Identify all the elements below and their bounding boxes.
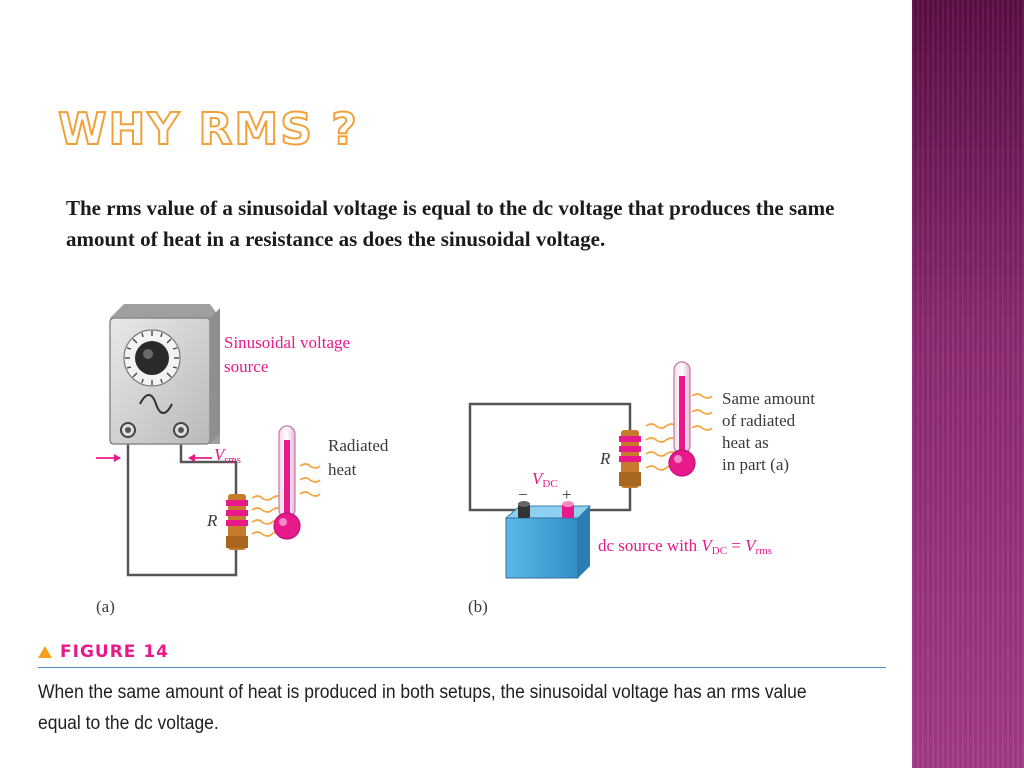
part-b-wire (468, 402, 632, 512)
figure-caption: When the same amount of heat is produced… (38, 682, 807, 734)
battery-minus-sign: − (518, 485, 528, 504)
vrms-label: Vrms (214, 445, 241, 466)
dc-battery-icon (504, 501, 592, 579)
battery-plus-sign: + (562, 485, 572, 504)
part-b-circuit: R VDC (468, 361, 815, 616)
part-a-label: (a) (96, 597, 115, 616)
dc-source-label: dc source with VDC = Vrms (598, 536, 772, 557)
same-heat-label-line2: of radiated (722, 411, 796, 430)
part-a-wire-top (179, 436, 238, 496)
part-b-resistor-label: R (599, 449, 611, 468)
source-label-line1: Sinusoidal voltage (224, 333, 350, 352)
part-a-wire (126, 436, 238, 577)
radiated-heat-label-line1: Radiated (328, 436, 389, 455)
radiated-heat-waves (645, 393, 713, 471)
rms-heat-figure: Vrms R Sinusoidal voltage (96, 304, 815, 616)
vdc-label: VDC (532, 469, 558, 490)
figure-triangle-icon (38, 646, 52, 658)
resistor-icon (226, 494, 248, 550)
sinusoidal-voltage-source-icon (109, 304, 220, 445)
thermometer-icon (273, 425, 301, 540)
same-heat-label-line3: heat as (722, 433, 769, 452)
slide-title: WHY RMS ? (57, 103, 359, 156)
part-a-resistor-label: R (206, 511, 218, 530)
vrms-indicator-arrows (96, 454, 212, 462)
resistor-icon (619, 430, 641, 488)
part-b-label: (b) (468, 597, 488, 616)
figure-divider (38, 667, 886, 668)
rms-definition-statement: The rms value of a sinusoidal voltage is… (66, 196, 835, 251)
part-a-circuit: Vrms R Sinusoidal voltage (96, 304, 389, 616)
source-label-line2: source (224, 357, 268, 376)
figure-number: FIGURE 14 (60, 642, 169, 662)
decorative-sidebar (912, 0, 1024, 768)
same-heat-label-line4: in part (a) (722, 455, 789, 474)
thermometer-icon (668, 361, 696, 477)
same-heat-label-line1: Same amount (722, 389, 815, 408)
radiated-heat-label-line2: heat (328, 460, 357, 479)
